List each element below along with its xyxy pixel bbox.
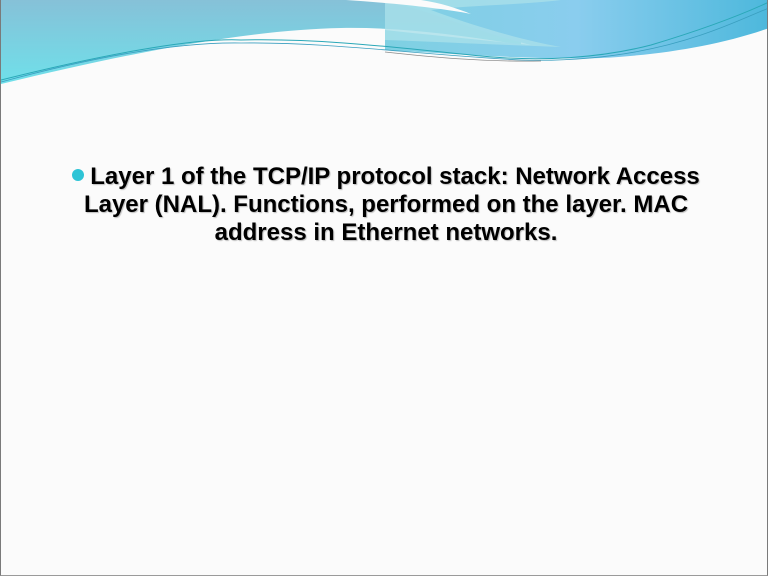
bullet-text: Layer 1 of the TCP/IP protocol stack: Ne… — [83, 163, 700, 246]
dot-bullet-icon — [72, 169, 85, 181]
header-wave-decoration — [1, 0, 767, 84]
bullet-item: Layer 1 of the TCP/IP protocol stack: Ne… — [61, 163, 711, 247]
